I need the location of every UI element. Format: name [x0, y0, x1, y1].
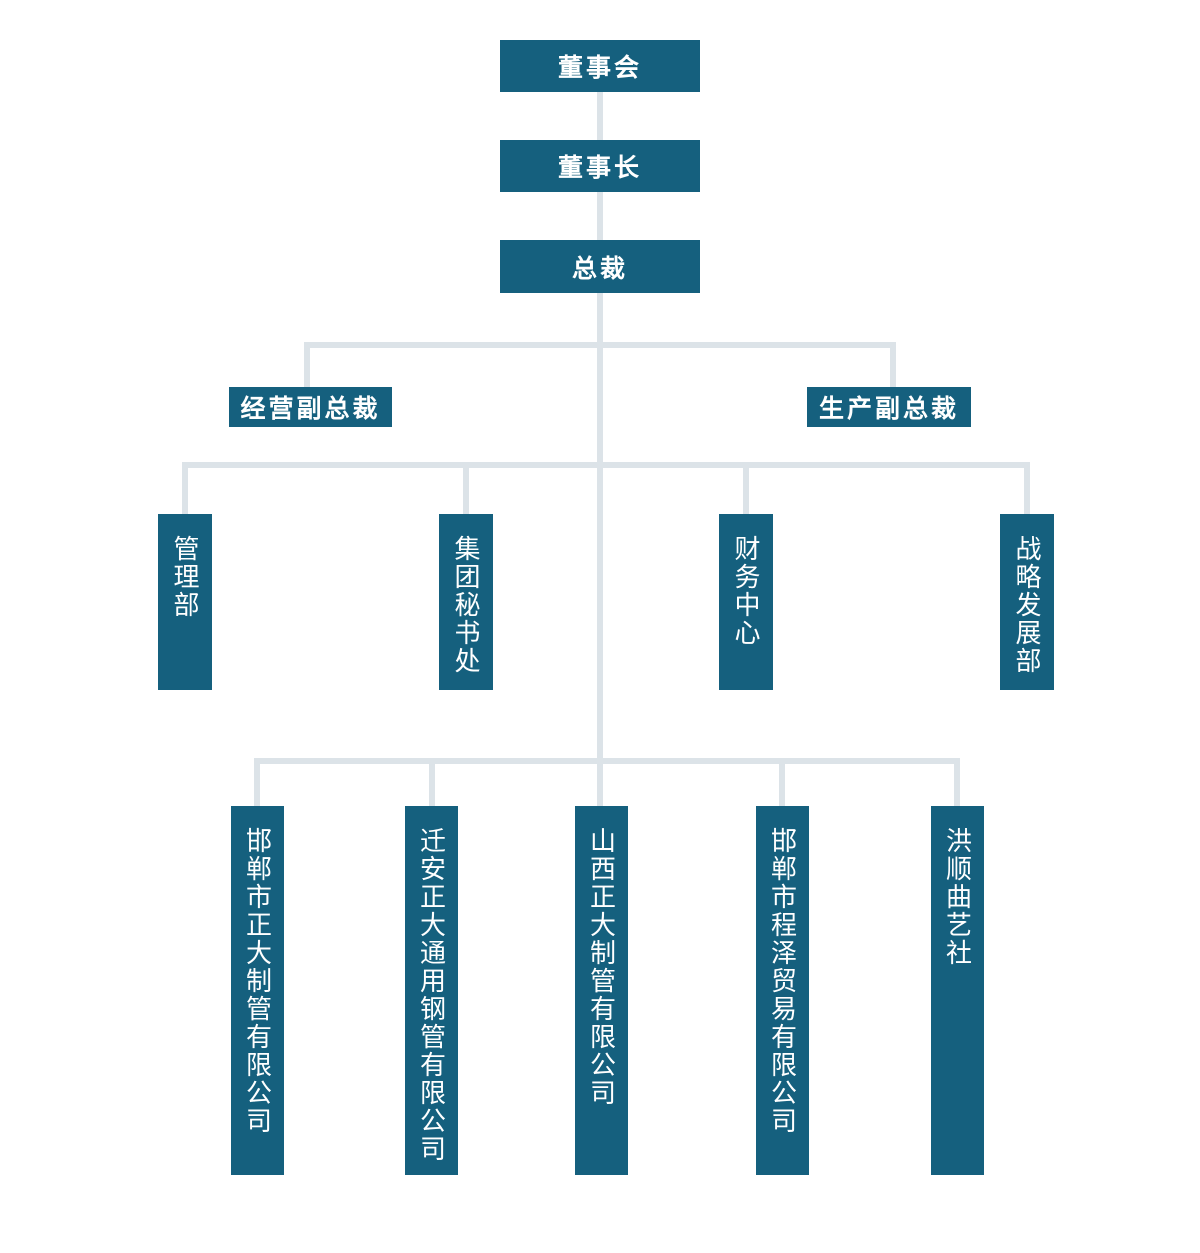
connector-drop-dept-finance: [743, 462, 749, 514]
node-president: 总裁: [500, 240, 700, 293]
connector-drop-sub-3: [597, 758, 603, 806]
node-sub-handan-zhengda-pipe-label: 邯郸市正大制管有限公司: [242, 827, 273, 1135]
node-vp-operations: 经营副总裁: [229, 387, 392, 427]
connector-drop-dept-strategy: [1024, 462, 1030, 514]
node-dept-secretariat-label: 集团秘书处: [451, 535, 481, 675]
connector-drop-dept-management: [182, 462, 188, 514]
connector-chairman-president: [597, 191, 603, 241]
node-chairman-label: 董事长: [557, 155, 642, 182]
node-sub-shanxi-zhengda-pipe: 山西正大制管有限公司: [575, 806, 628, 1175]
node-vp-operations-label: 经营副总裁: [240, 396, 381, 423]
connector-drop-sub-4: [779, 758, 785, 806]
node-vp-production: 生产副总裁: [807, 387, 971, 427]
connector-drop-sub-2: [429, 758, 435, 806]
node-dept-strategy-label: 战略发展部: [1012, 535, 1042, 675]
connector-vp-horizontal: [304, 342, 896, 348]
connector-drop-vp-operations: [304, 342, 310, 387]
node-sub-qianan-zhengda-steel-label: 迁安正大通用钢管有限公司: [416, 827, 447, 1163]
connector-drop-dept-secretariat: [463, 462, 469, 514]
node-president-label: 总裁: [571, 255, 628, 283]
node-dept-finance: 财务中心: [719, 514, 773, 690]
node-dept-management-label: 管理部: [170, 535, 200, 619]
connector-dept-horizontal: [182, 462, 1030, 468]
node-dept-management: 管理部: [158, 514, 212, 690]
node-sub-handan-chengze-trade: 邯郸市程泽贸易有限公司: [756, 806, 809, 1175]
connector-drop-vp-production: [890, 342, 896, 387]
node-dept-finance-label: 财务中心: [731, 535, 761, 647]
node-sub-handan-zhengda-pipe: 邯郸市正大制管有限公司: [231, 806, 284, 1175]
connector-drop-sub-1: [254, 758, 260, 806]
node-sub-hongshun-quyi: 洪顺曲艺社: [931, 806, 984, 1175]
node-sub-handan-chengze-trade-label: 邯郸市程泽贸易有限公司: [767, 827, 798, 1135]
connector-board-chairman: [597, 91, 603, 141]
connector-president-trunk: [597, 291, 603, 764]
node-dept-secretariat: 集团秘书处: [439, 514, 493, 690]
node-sub-shanxi-zhengda-pipe-label: 山西正大制管有限公司: [586, 827, 617, 1107]
node-chairman: 董事长: [500, 140, 700, 192]
node-board-of-directors-label: 董事会: [557, 55, 642, 82]
connector-drop-sub-5: [954, 758, 960, 806]
node-dept-strategy: 战略发展部: [1000, 514, 1054, 690]
connector-subsidiary-horizontal: [254, 758, 960, 764]
node-sub-hongshun-quyi-label: 洪顺曲艺社: [942, 827, 973, 967]
node-board-of-directors: 董事会: [500, 40, 700, 92]
node-vp-production-label: 生产副总裁: [818, 396, 959, 423]
node-sub-qianan-zhengda-steel: 迁安正大通用钢管有限公司: [405, 806, 458, 1175]
